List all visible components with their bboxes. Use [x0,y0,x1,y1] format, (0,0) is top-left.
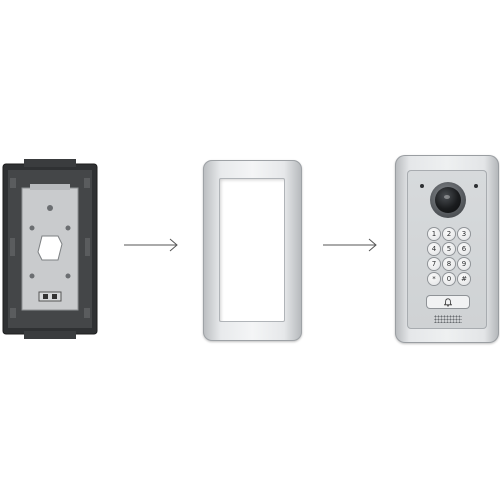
door-station: 1 2 3 4 5 6 7 8 9 * 0 # [395,155,499,343]
front-panel: 1 2 3 4 5 6 7 8 9 * 0 # [407,170,487,329]
camera-icon [430,182,466,218]
key-6[interactable]: 6 [458,243,470,255]
speaker-grille [434,315,462,323]
key-1[interactable]: 1 [428,228,440,240]
mounting-frame [203,160,302,341]
key-8[interactable]: 8 [443,258,455,270]
keypad: 1 2 3 4 5 6 7 8 9 * 0 # [428,228,470,285]
frame-opening [219,178,285,322]
arrow-right-icon [323,238,379,252]
camera-lens [435,187,461,213]
flush-mount-back-box [2,158,98,340]
call-button[interactable] [427,296,469,308]
bell-icon [444,297,452,307]
key-3[interactable]: 3 [458,228,470,240]
lens-glint [444,195,450,199]
key-5[interactable]: 5 [443,243,455,255]
sensor-icon [420,184,424,188]
arrow-right-icon [124,238,180,252]
key-star[interactable]: * [428,273,440,285]
sensor-icon [474,184,478,188]
key-2[interactable]: 2 [443,228,455,240]
key-9[interactable]: 9 [458,258,470,270]
back-box-illustration [2,159,98,339]
key-7[interactable]: 7 [428,258,440,270]
key-hash[interactable]: # [458,273,470,285]
key-0[interactable]: 0 [443,273,455,285]
key-4[interactable]: 4 [428,243,440,255]
